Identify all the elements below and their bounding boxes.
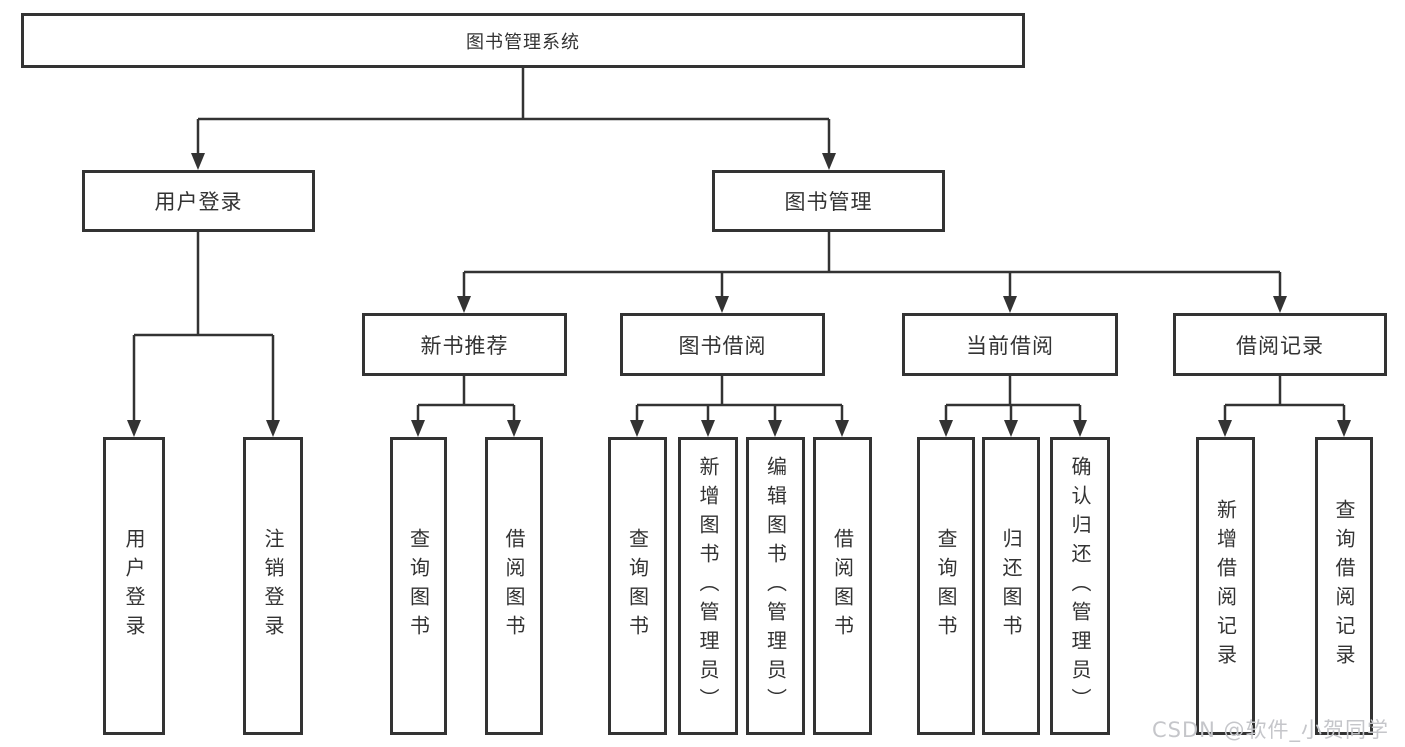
leaf-newbooks-query: 查询图书 [390,437,447,735]
arrow-down-icon [630,420,644,437]
node-label: 当前借阅 [966,333,1054,358]
node-current-borrowing: 当前借阅 [902,313,1118,376]
node-label: 图书借阅 [678,333,767,358]
arrow-down-icon [768,420,782,437]
node-label: 借阅图书 [830,528,855,644]
arrow-down-icon [939,420,953,437]
arrow-down-icon [1273,296,1287,313]
node-root-system: 图书管理系统 [21,13,1025,68]
node-label: 用户登录 [122,528,146,644]
node-label: 借阅图书 [502,528,526,644]
connector-borrowing-records-children [1218,376,1351,437]
arrow-down-icon [411,420,425,437]
arrow-down-icon [1073,420,1087,437]
node-user-login: 用户登录 [82,170,315,232]
arrow-down-icon [1003,296,1017,313]
leaf-borrowing-edit-admin: 编辑图书（管理员） [746,437,805,735]
leaf-newbooks-borrow: 借阅图书 [485,437,543,735]
arrow-down-icon [822,153,836,170]
node-label: 归还图书 [999,528,1023,644]
arrow-down-icon [457,296,471,313]
arrow-down-icon [835,420,849,437]
connector-book-management-children [457,232,1287,313]
node-book-management: 图书管理 [712,170,945,232]
node-label: 用户登录 [154,190,243,214]
leaf-borrowing-add-admin: 新增图书（管理员） [678,437,738,735]
leaf-current-return: 归还图书 [982,437,1040,735]
arrow-down-icon [715,296,729,313]
connector-new-books-children [411,376,521,437]
arrow-down-icon [507,420,521,437]
arrow-down-icon [1337,420,1351,437]
node-label: 图书管理系统 [466,31,580,53]
connector-user-login-children [127,232,280,437]
connector-current-borrowing-children [939,376,1087,437]
watermark: CSDN @软件_小贺同学 [1152,718,1390,742]
node-book-borrowing: 图书借阅 [620,313,825,376]
node-label: 确认归还（管理员） [1068,455,1092,717]
node-label: 新增借阅记录 [1213,499,1238,673]
arrow-down-icon [191,153,205,170]
leaf-borrowing-borrow: 借阅图书 [813,437,872,735]
node-label: 编辑图书（管理员） [763,455,788,717]
leaf-user-login: 用户登录 [103,437,165,735]
leaf-records-query: 查询借阅记录 [1315,437,1373,735]
node-label: 新书推荐 [420,333,509,358]
connector-book-borrowing-children [630,376,849,437]
node-label: 查询图书 [934,528,958,644]
arrow-down-icon [127,420,141,437]
leaf-current-confirm-return-admin: 确认归还（管理员） [1050,437,1110,735]
node-new-book-recommendation: 新书推荐 [362,313,567,376]
node-borrowing-records: 借阅记录 [1173,313,1387,376]
node-label: 借阅记录 [1236,333,1324,358]
leaf-logout: 注销登录 [243,437,303,735]
node-label: 图书管理 [784,190,873,214]
arrow-down-icon [1004,420,1018,437]
arrow-down-icon [701,420,715,437]
leaf-records-add: 新增借阅记录 [1196,437,1255,735]
node-label: 注销登录 [261,528,285,644]
node-label: 新增图书（管理员） [696,455,720,717]
node-label: 查询借阅记录 [1332,499,1356,673]
node-label: 查询图书 [625,528,650,644]
leaf-current-query: 查询图书 [917,437,975,735]
leaf-borrowing-query: 查询图书 [608,437,667,735]
connector-root-to-level1 [191,68,836,170]
node-label: 查询图书 [406,528,431,644]
arrow-down-icon [266,420,280,437]
arrow-down-icon [1218,420,1232,437]
